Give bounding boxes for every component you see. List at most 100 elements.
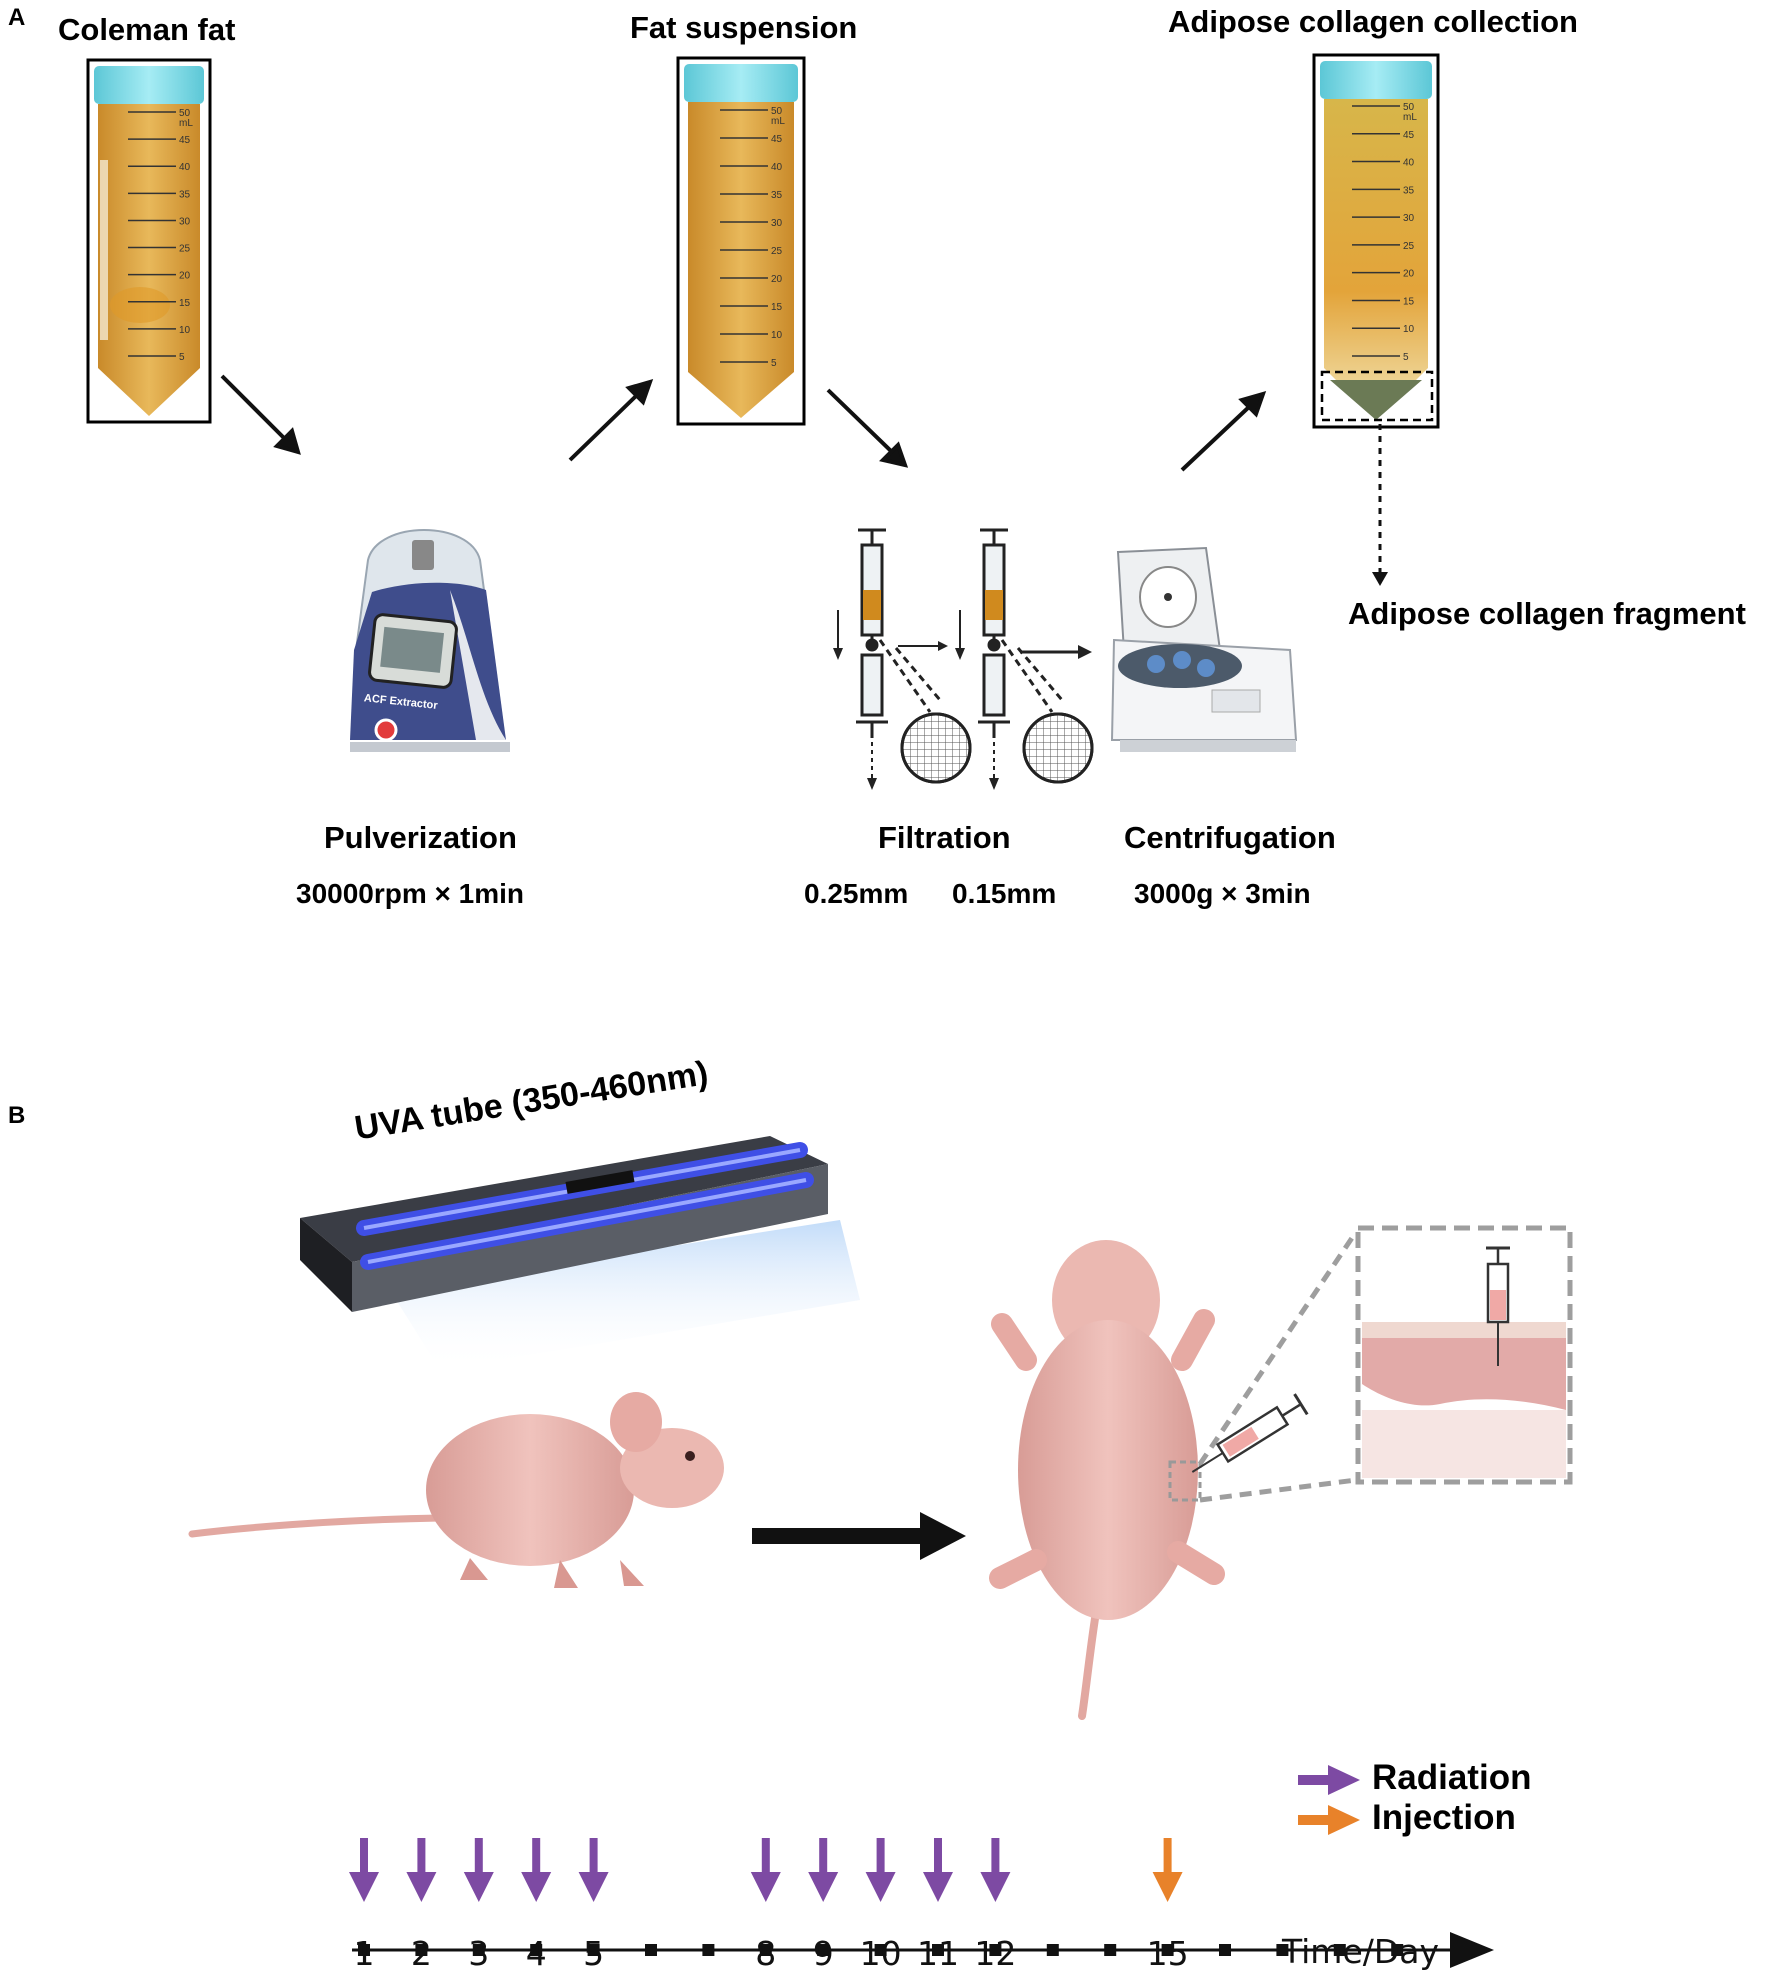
day-marker bbox=[759, 1944, 772, 1956]
tube-mark-label: 5 bbox=[1403, 352, 1409, 363]
tube-mark-label: 40 bbox=[179, 162, 191, 173]
legend-injection-label: Injection bbox=[1372, 1798, 1516, 1837]
legend-arrows bbox=[1298, 1765, 1360, 1835]
tube-mark-label: 45 bbox=[1403, 130, 1415, 141]
radiation-arrow bbox=[980, 1872, 1011, 1902]
legend-arrow-head bbox=[1328, 1765, 1360, 1795]
radiation-arrow bbox=[750, 1872, 781, 1902]
tube-mark-label: 20 bbox=[1403, 269, 1415, 280]
radiation-arrow-shaft bbox=[761, 1838, 770, 1876]
tube-mark-label: 10 bbox=[179, 325, 191, 336]
filtration-syringes bbox=[833, 528, 1094, 790]
centrifugation-label: Centrifugation bbox=[1124, 820, 1336, 855]
day-marker bbox=[989, 1944, 1002, 1956]
tube-mark-label: 30 bbox=[1403, 213, 1415, 224]
tube1-title: Coleman fat bbox=[58, 12, 236, 47]
adipose-collagen-tube bbox=[1312, 53, 1440, 429]
tube-mark-label: 10 bbox=[771, 330, 783, 341]
tube-mark-label: 50 bbox=[1403, 102, 1415, 113]
mouse-top-view bbox=[989, 1240, 1225, 1720]
tube-mark-label: 5 bbox=[179, 352, 185, 363]
day-marker bbox=[1391, 1944, 1404, 1956]
tube-mark-label: 15 bbox=[771, 302, 783, 313]
legend-arrow-head bbox=[1328, 1805, 1360, 1835]
pulverizer-device: ACF Extractor bbox=[350, 529, 510, 752]
tube3-title: Adipose collagen collection bbox=[1168, 4, 1578, 39]
pulverization-label: Pulverization bbox=[324, 820, 517, 855]
day-label: 3 bbox=[468, 1934, 490, 1973]
radiation-arrow-shaft bbox=[934, 1838, 942, 1876]
tube-mark-label: 5 bbox=[771, 358, 777, 369]
filtration-param-1: 0.25mm bbox=[804, 878, 909, 909]
day-marker bbox=[817, 1944, 830, 1956]
radiation-arrow-shaft bbox=[532, 1838, 541, 1876]
day-marker bbox=[472, 1944, 485, 1956]
tube-mark-label: 35 bbox=[1403, 185, 1415, 196]
day-label: 11 bbox=[917, 1934, 959, 1973]
day-marker bbox=[358, 1944, 370, 1956]
day-label: 12 bbox=[974, 1934, 1017, 1973]
day-label: 8 bbox=[755, 1934, 777, 1973]
timeline bbox=[349, 1838, 1494, 1968]
tube-mark-label: 25 bbox=[179, 244, 191, 255]
day-marker bbox=[1046, 1944, 1059, 1956]
fat-suspension-tube bbox=[676, 56, 806, 426]
panel-b-label: B bbox=[8, 1102, 26, 1129]
radiation-arrow-shaft bbox=[991, 1838, 1000, 1876]
tube-mark-label: 35 bbox=[771, 190, 783, 201]
day-label: 4 bbox=[525, 1934, 547, 1973]
day-marker bbox=[1104, 1944, 1117, 1956]
tube-unit-label: mL bbox=[771, 116, 785, 127]
timeline-axis-label: Time/Day bbox=[1282, 1932, 1440, 1971]
radiation-arrow bbox=[578, 1872, 609, 1902]
coleman-fat-tube bbox=[86, 58, 212, 424]
day-marker bbox=[1161, 1944, 1174, 1956]
tube-mark-label: 50 bbox=[179, 108, 191, 119]
day-label: 2 bbox=[410, 1934, 432, 1973]
tube-mark-label: 15 bbox=[179, 298, 191, 309]
radiation-arrow-shaft bbox=[876, 1838, 885, 1876]
day-marker bbox=[1276, 1944, 1289, 1956]
tube-mark-label: 40 bbox=[1403, 158, 1415, 169]
tube-mark-label: 25 bbox=[771, 246, 783, 257]
radiation-arrow bbox=[521, 1872, 552, 1902]
day-label: 9 bbox=[812, 1934, 834, 1973]
centrifugation-param: 3000g × 3min bbox=[1134, 878, 1311, 909]
legend-radiation-label: Radiation bbox=[1372, 1758, 1532, 1797]
timeline-axis-head bbox=[1450, 1932, 1494, 1968]
day-marker bbox=[587, 1944, 600, 1956]
centrifuge-device bbox=[1110, 546, 1298, 752]
fragment-arrow bbox=[1372, 424, 1388, 586]
pulverization-param: 30000rpm × 1min bbox=[296, 878, 525, 909]
legend-arrow-shaft bbox=[1298, 1775, 1330, 1785]
radiation-arrow-shaft bbox=[474, 1838, 483, 1876]
tube-unit-label: mL bbox=[179, 118, 193, 129]
tube-mark-label: 45 bbox=[179, 135, 191, 146]
tube-mark-label: 30 bbox=[771, 218, 783, 229]
tube-mark-label: 25 bbox=[1403, 241, 1415, 252]
injection-arrow-shaft bbox=[1163, 1838, 1172, 1876]
tube-mark-label: 35 bbox=[179, 189, 191, 200]
day-marker bbox=[415, 1944, 428, 1956]
day-marker bbox=[1333, 1944, 1346, 1956]
radiation-arrow-shaft bbox=[819, 1838, 828, 1876]
panel-a-label: A bbox=[8, 4, 26, 31]
radiation-arrow bbox=[808, 1872, 839, 1902]
fragment-label: Adipose collagen fragment bbox=[1348, 596, 1746, 631]
hairless-mouse bbox=[188, 1392, 724, 1588]
radiation-arrow-shaft bbox=[360, 1838, 368, 1876]
radiation-arrow-shaft bbox=[417, 1838, 426, 1876]
radiation-arrow bbox=[865, 1872, 896, 1902]
day-marker bbox=[1219, 1944, 1231, 1956]
day-label: 5 bbox=[583, 1934, 605, 1973]
day-marker bbox=[932, 1944, 944, 1956]
flow-arrows bbox=[220, 374, 1267, 472]
tube-mark-label: 15 bbox=[1403, 296, 1415, 307]
tube-mark-label: 40 bbox=[771, 162, 783, 173]
tube-mark-label: 20 bbox=[771, 274, 783, 285]
tube2-title: Fat suspension bbox=[630, 10, 858, 45]
day-marker bbox=[530, 1944, 543, 1956]
radiation-arrow bbox=[406, 1872, 437, 1902]
